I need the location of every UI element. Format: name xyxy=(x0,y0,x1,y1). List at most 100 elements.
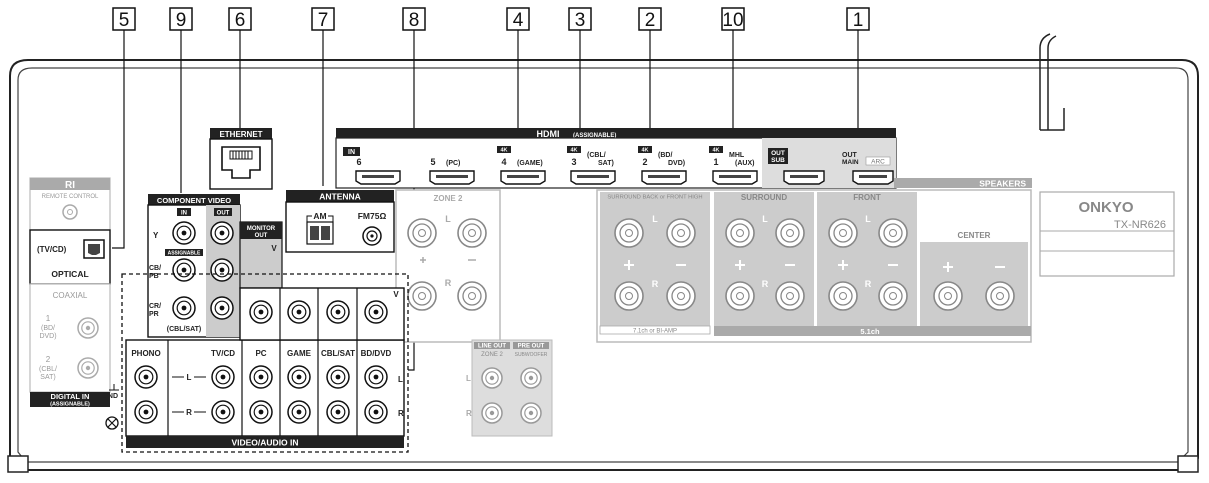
center-minus[interactable] xyxy=(985,281,1015,311)
monitor-out-band xyxy=(240,222,282,239)
hdmi-in-4: 4K4(GAME) xyxy=(497,146,546,185)
zone2-l-plus[interactable] xyxy=(407,218,437,248)
svg-text:3: 3 xyxy=(571,157,576,167)
front-l-minus[interactable] xyxy=(878,218,908,248)
av-in-l-jack-4[interactable] xyxy=(326,365,350,389)
svg-text:8: 8 xyxy=(409,10,420,31)
center-group-bg xyxy=(920,242,1028,326)
component-in-jack-3[interactable] xyxy=(172,296,196,320)
av-in-r-jack-1[interactable] xyxy=(211,400,235,424)
front-l-plus[interactable] xyxy=(828,218,858,248)
line-out-l-jack[interactable] xyxy=(481,367,503,389)
zone2-l-minus[interactable] xyxy=(457,218,487,248)
monitor-out-2: OUT xyxy=(255,233,268,239)
hdmi-out-sub-port[interactable] xyxy=(783,170,825,185)
svg-text:L: L xyxy=(865,214,871,224)
svg-text:L: L xyxy=(187,373,192,382)
antenna-band xyxy=(286,190,394,202)
line-out-r-jack[interactable] xyxy=(481,402,503,424)
sb-l-plus[interactable] xyxy=(614,218,644,248)
pre-out-sub: SUBWOOFER xyxy=(515,352,548,358)
hdmi-port-2[interactable] xyxy=(641,170,687,185)
coax2-name-a: (CBL/ xyxy=(39,366,57,373)
component-out-jack-3[interactable] xyxy=(210,296,234,320)
hdmi-out-sub-2: SUB xyxy=(771,157,785,164)
av-in-r-jack-0[interactable] xyxy=(134,400,158,424)
sb-group-bg xyxy=(600,192,710,326)
av-in-v-jack-5[interactable] xyxy=(364,300,388,324)
line-out-band xyxy=(474,342,510,349)
coaxial-1-jack[interactable] xyxy=(77,317,99,339)
hdmi-in-6: 6 xyxy=(355,157,401,185)
surround-r-minus[interactable] xyxy=(775,281,805,311)
hdmi-arc-badge xyxy=(865,156,891,166)
component-in-jack-1[interactable] xyxy=(172,221,196,245)
svg-text:L: L xyxy=(445,214,451,224)
hdmi-out-main-port[interactable] xyxy=(852,170,894,185)
av-in-l-jack-3[interactable] xyxy=(287,365,311,389)
zone2-r-plus[interactable] xyxy=(407,281,437,311)
sb-r-minus[interactable] xyxy=(666,281,696,311)
hdmi-name-2b: DVD) xyxy=(668,160,685,167)
av-in-l-jack-5[interactable] xyxy=(364,365,388,389)
svg-text:TV/CD: TV/CD xyxy=(211,349,235,358)
svg-text:4K: 4K xyxy=(500,148,507,154)
av-in-l-jack-1[interactable] xyxy=(211,365,235,389)
hdmi-port-3[interactable] xyxy=(570,170,616,185)
component-in-jack-2[interactable] xyxy=(172,258,196,282)
hdmi-arc: ARC xyxy=(871,159,885,166)
front-r-plus[interactable] xyxy=(828,281,858,311)
hdmi-out-sub-badge xyxy=(768,148,788,164)
surround-l-plus[interactable] xyxy=(725,218,755,248)
brand-plate-box xyxy=(1039,191,1175,277)
coax2-name-b: SAT) xyxy=(40,374,55,381)
surround-r-plus[interactable] xyxy=(725,281,755,311)
surround-l-minus[interactable] xyxy=(775,218,805,248)
svg-text:4: 4 xyxy=(501,157,506,167)
center-plus[interactable] xyxy=(933,281,963,311)
component-label: COMPONENT VIDEO xyxy=(157,196,231,205)
av-in-v-jack-3[interactable] xyxy=(287,300,311,324)
hdmi-port-5[interactable] xyxy=(429,170,475,185)
component-out-jack-1[interactable] xyxy=(210,221,234,245)
speakers-label: SPEAKERS xyxy=(979,179,1026,189)
av-in-l-jack-2[interactable] xyxy=(249,365,273,389)
av-in-r-jack-4[interactable] xyxy=(326,400,350,424)
av-in-r-jack-3[interactable] xyxy=(287,400,311,424)
av-in-r-jack-5[interactable] xyxy=(364,400,388,424)
av-in-r-jack-2[interactable] xyxy=(249,400,273,424)
svg-text:BD/DVD: BD/DVD xyxy=(361,349,392,358)
digital-in-section: RI REMOTE CONTROL (TV/CD) OPTICAL COAXIA… xyxy=(29,177,111,408)
svg-text:6: 6 xyxy=(235,10,246,31)
front-r-minus[interactable] xyxy=(878,281,908,311)
av-in-l-right: L xyxy=(398,375,403,384)
subwoofer-pre-out-jack[interactable] xyxy=(520,367,542,389)
antenna-label: ANTENNA xyxy=(319,192,361,202)
av-in-r-right: R xyxy=(398,409,404,418)
sb-r-plus[interactable] xyxy=(614,281,644,311)
hdmi-port-6[interactable] xyxy=(355,170,401,185)
hdmi-port-4[interactable] xyxy=(500,170,546,185)
av-in-col-3: GAME xyxy=(287,300,312,424)
coax2-num: 2 xyxy=(46,355,51,364)
callout-9: 9 xyxy=(169,7,193,31)
sb-l-minus[interactable] xyxy=(666,218,696,248)
component-out-jack-2[interactable] xyxy=(210,258,234,282)
hdmi-port-1[interactable] xyxy=(712,170,758,185)
surround-label: SURROUND xyxy=(741,193,787,202)
av-in-l-jack-0[interactable] xyxy=(134,365,158,389)
coaxial-2-jack[interactable] xyxy=(77,357,99,379)
monitor-v: V xyxy=(271,244,277,253)
subwoofer-2-jack[interactable] xyxy=(520,402,542,424)
center-label: CENTER xyxy=(958,231,991,240)
av-in-v-jack-2[interactable] xyxy=(249,300,273,324)
coax1-num: 1 xyxy=(46,314,51,323)
antenna-section: ANTENNA AM FM75Ω xyxy=(285,190,395,253)
zone2-r-minus[interactable] xyxy=(457,281,487,311)
av-in-v-jack-4[interactable] xyxy=(326,300,350,324)
component-band xyxy=(148,194,240,205)
av-in-dashed-frame xyxy=(121,273,409,453)
